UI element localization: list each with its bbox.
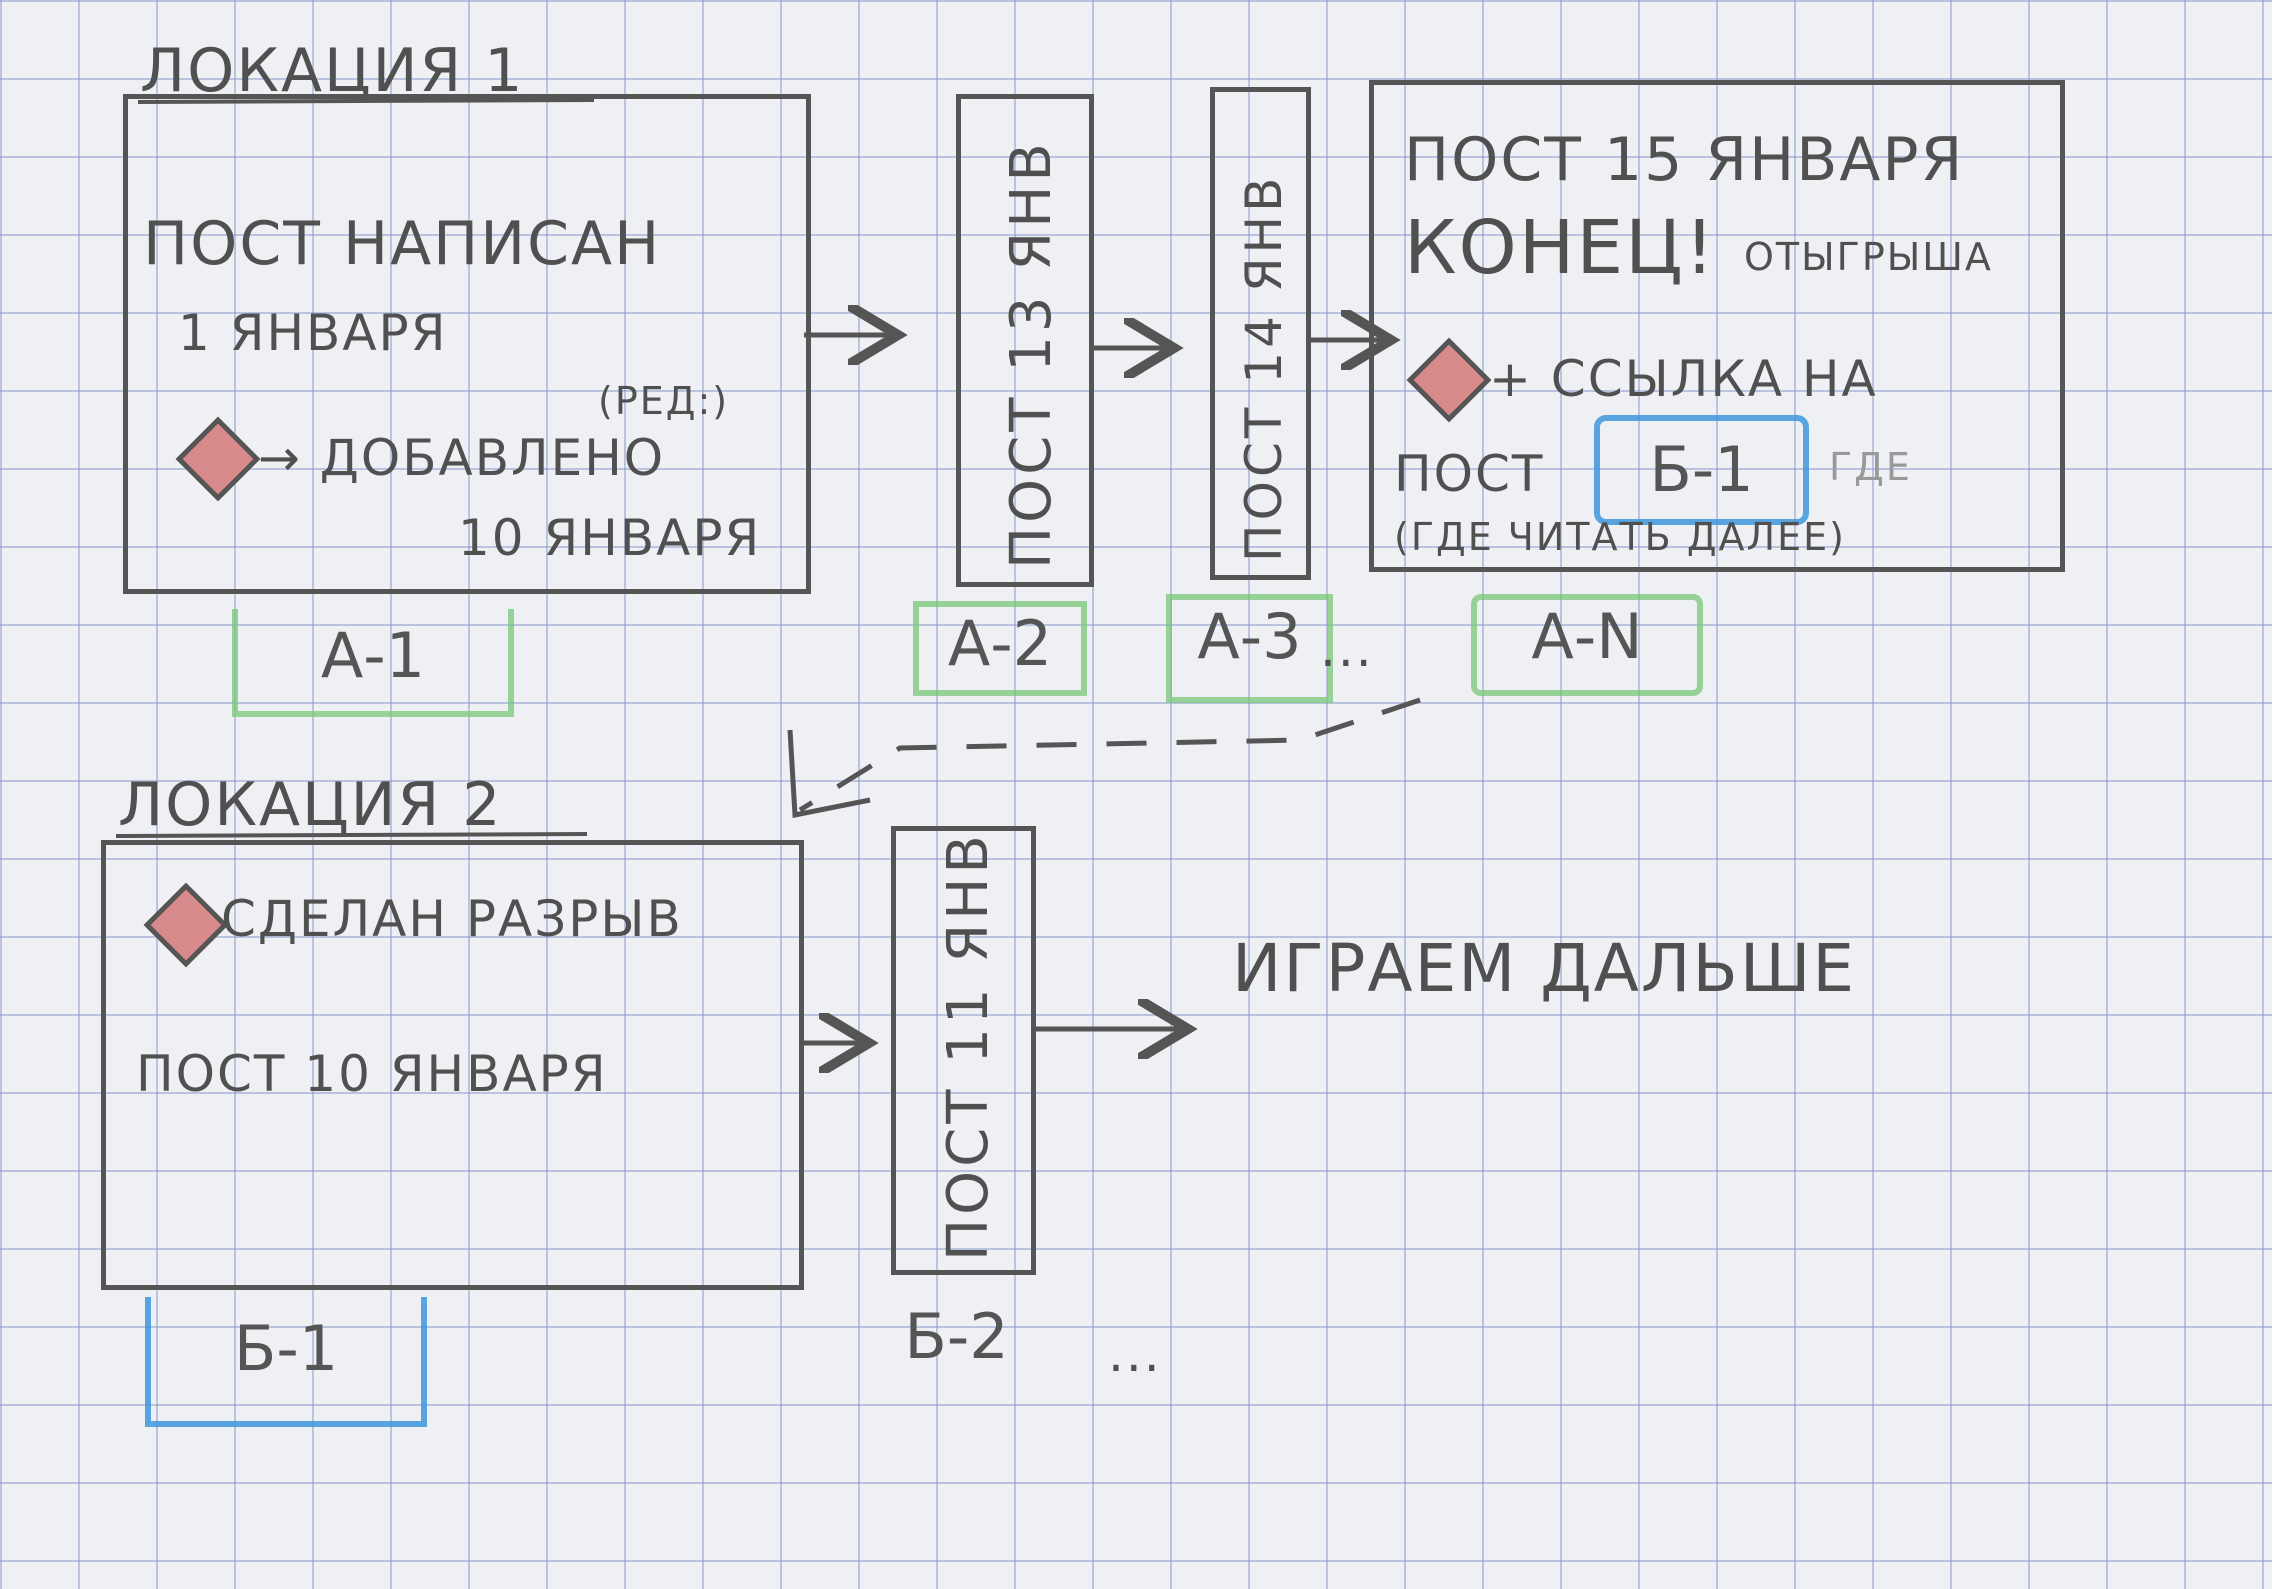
post-b1-line2: ПОСТ 10 ЯНВАРЯ: [136, 1045, 608, 1103]
post-an-box: ПОСТ 15 ЯНВАРЯ КОНЕЦ! ОТЫГРЫША + ССЫЛКА …: [1369, 80, 2065, 572]
post-an-line2-small: ОТЫГРЫША: [1744, 235, 1993, 279]
post-b1-box: СДЕЛАН РАЗРЫВ ПОСТ 10 ЯНВАРЯ: [101, 840, 804, 1290]
marker-diamond-icon: [143, 882, 229, 968]
post-an-line4: ПОСТ: [1394, 445, 1545, 503]
ellipsis-b: ...: [1108, 1325, 1162, 1383]
marker-diamond-icon: [1406, 337, 1492, 423]
title-underline-2: [115, 832, 588, 838]
ellipsis-a: ...: [1320, 620, 1374, 678]
post-an-line1: ПОСТ 15 ЯНВАРЯ: [1404, 125, 1965, 195]
post-a1-box: ПОСТ НАПИСАН 1 ЯНВАРЯ (РЕД:) → ДОБАВЛЕНО…: [123, 94, 811, 594]
title-underline-1: [137, 98, 595, 104]
post-an-line5: (ГДЕ ЧИТАТЬ ДАЛЕЕ): [1394, 515, 1846, 559]
label-b1: Б-1: [145, 1297, 427, 1427]
post-an-line3: + ССЫЛКА НА: [1489, 350, 1878, 408]
link-ref-b1[interactable]: Б-1: [1594, 415, 1809, 525]
post-a1-added: → ДОБАВЛЕНО: [258, 429, 666, 487]
post-b2-box: ПОСТ 11 ЯНВ: [891, 826, 1036, 1275]
marker-diamond-icon: [175, 416, 261, 502]
post-a2-text: ПОСТ 13 ЯНВ: [999, 139, 1064, 569]
label-a1: А-1: [232, 609, 514, 717]
post-b1-line1: СДЕЛАН РАЗРЫВ: [221, 890, 683, 948]
post-a3-text: ПОСТ 14 ЯНВ: [1235, 173, 1293, 562]
label-a2: А-2: [913, 601, 1087, 696]
label-b2: Б-2: [904, 1300, 1009, 1373]
location-2-title: ЛОКАЦИЯ 2: [118, 770, 503, 840]
post-a1-added-date: 10 ЯНВАРЯ: [458, 509, 762, 567]
post-a1-line1: ПОСТ НАПИСАН: [143, 209, 662, 279]
label-a3: А-3: [1166, 594, 1333, 703]
continue-text: ИГРАЕМ ДАЛЬШЕ: [1232, 930, 1857, 1007]
arrowhead-down: [787, 729, 871, 819]
post-a1-line2: 1 ЯНВАРЯ: [178, 304, 448, 362]
post-an-line4-tail: ГДЕ: [1829, 445, 1912, 489]
post-a1-edit-note: (РЕД:): [598, 379, 730, 423]
dashed-arrow-an-to-b1: [798, 697, 1421, 813]
post-a2-box: ПОСТ 13 ЯНВ: [956, 94, 1094, 587]
post-a3-box: ПОСТ 14 ЯНВ: [1210, 87, 1311, 580]
post-an-line2: КОНЕЦ!: [1404, 205, 1717, 291]
label-an: А-N: [1471, 594, 1703, 696]
post-b2-text: ПОСТ 11 ЯНВ: [936, 831, 1001, 1261]
